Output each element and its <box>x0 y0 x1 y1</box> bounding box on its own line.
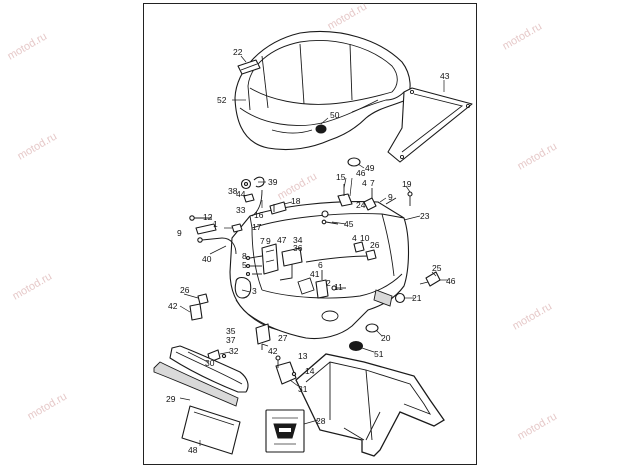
callout-1: 1 <box>213 219 218 229</box>
callout-21: 21 <box>412 293 422 303</box>
callout-42b: 42 <box>268 346 278 356</box>
callout-27: 27 <box>278 333 288 343</box>
callout-35: 35 <box>226 326 236 336</box>
small-parts-upper-left <box>240 176 287 217</box>
callout-48: 48 <box>188 445 198 455</box>
callout-4: 4 <box>362 178 367 188</box>
watermark-text: motod.ru <box>516 140 560 172</box>
callout-28: 28 <box>316 416 326 426</box>
callout-45: 45 <box>344 219 354 229</box>
light-strip-part-29-30 <box>153 345 249 407</box>
lock-assembly <box>245 243 303 281</box>
right-small-parts <box>321 219 377 261</box>
callout-33: 33 <box>236 205 246 215</box>
callout-49: 49 <box>365 163 375 173</box>
callout-50: 50 <box>330 110 340 120</box>
callout-51: 51 <box>374 349 384 359</box>
leader-lines <box>179 55 448 446</box>
gasket-part-49 <box>347 157 361 167</box>
callout-17: 17 <box>252 222 262 232</box>
callout-9b: 9 <box>177 228 182 238</box>
callout-43: 43 <box>440 71 450 81</box>
watermark-text: motod.ru <box>326 0 370 32</box>
badge-part-28 <box>265 409 305 453</box>
watermark-text: motod.ru <box>511 300 555 332</box>
callout-4b: 4 <box>352 233 357 243</box>
liner-part-52 <box>234 31 411 151</box>
callout-44: 44 <box>236 189 246 199</box>
hinge-parts-left <box>189 215 243 255</box>
callout-3: 3 <box>252 286 257 296</box>
case-body-part-23 <box>229 201 409 340</box>
left-side-parts <box>189 293 209 321</box>
callout-36: 36 <box>293 243 303 253</box>
callout-labels: 22 43 52 50 49 15 46 4 7 38 39 44 19 9 2… <box>166 47 456 455</box>
callout-26b: 26 <box>180 285 190 295</box>
callout-41: 41 <box>310 269 320 279</box>
watermark-text: motod.ru <box>501 20 545 52</box>
diagram-frame <box>143 3 477 465</box>
label-part-22 <box>237 59 261 75</box>
callout-24: 24 <box>356 200 366 210</box>
callout-34: 34 <box>293 235 303 245</box>
callout-37: 37 <box>226 335 236 345</box>
callout-30: 30 <box>205 358 215 368</box>
mat-part-43 <box>387 87 473 163</box>
callout-10: 10 <box>360 233 370 243</box>
pad-part-48 <box>181 405 241 455</box>
callout-46: 46 <box>356 168 366 178</box>
callout-16: 16 <box>254 210 264 220</box>
callout-20: 20 <box>381 333 391 343</box>
lower-trim-parts <box>207 323 271 363</box>
callout-25: 25 <box>432 263 442 273</box>
callout-22: 22 <box>233 47 243 57</box>
callout-42: 42 <box>168 301 178 311</box>
callout-47: 47 <box>277 235 287 245</box>
callout-9: 9 <box>388 192 393 202</box>
callout-8: 8 <box>242 251 247 261</box>
callout-11: 11 <box>334 282 343 292</box>
callout-12: 12 <box>203 212 213 222</box>
luggage-rack <box>295 353 445 457</box>
bracket-part-31 <box>275 355 297 385</box>
callout-38: 38 <box>228 186 238 196</box>
callout-7b: 7 <box>260 236 265 246</box>
watermark-text: motod.ru <box>26 390 70 422</box>
callout-32: 32 <box>229 346 239 356</box>
callout-29: 29 <box>166 394 176 404</box>
watermark-text: motod.ru <box>516 410 560 442</box>
callout-26: 26 <box>370 240 380 250</box>
callout-13: 13 <box>298 351 308 361</box>
callout-31: 31 <box>298 384 308 394</box>
callout-15: 15 <box>336 172 346 182</box>
watermark-text: motod.ru <box>11 270 55 302</box>
callout-19: 19 <box>402 179 412 189</box>
watermark-text: motod.ru <box>6 30 50 62</box>
callout-23: 23 <box>420 211 430 221</box>
watermark-text: motod.ru <box>16 130 60 162</box>
callout-46b: 46 <box>446 276 456 286</box>
callout-18: 18 <box>291 196 301 206</box>
callout-2: 2 <box>326 278 331 288</box>
latch-parts <box>315 270 346 299</box>
right-side-parts <box>349 271 441 351</box>
callout-39: 39 <box>268 177 278 187</box>
callout-5: 5 <box>242 260 247 270</box>
callout-6: 6 <box>318 260 323 270</box>
callout-14: 14 <box>305 366 315 376</box>
callout-7: 7 <box>370 178 375 188</box>
callout-9c: 9 <box>266 236 271 246</box>
callout-40: 40 <box>202 254 212 264</box>
rim-hardware-group <box>321 184 413 218</box>
callout-52: 52 <box>217 95 227 105</box>
